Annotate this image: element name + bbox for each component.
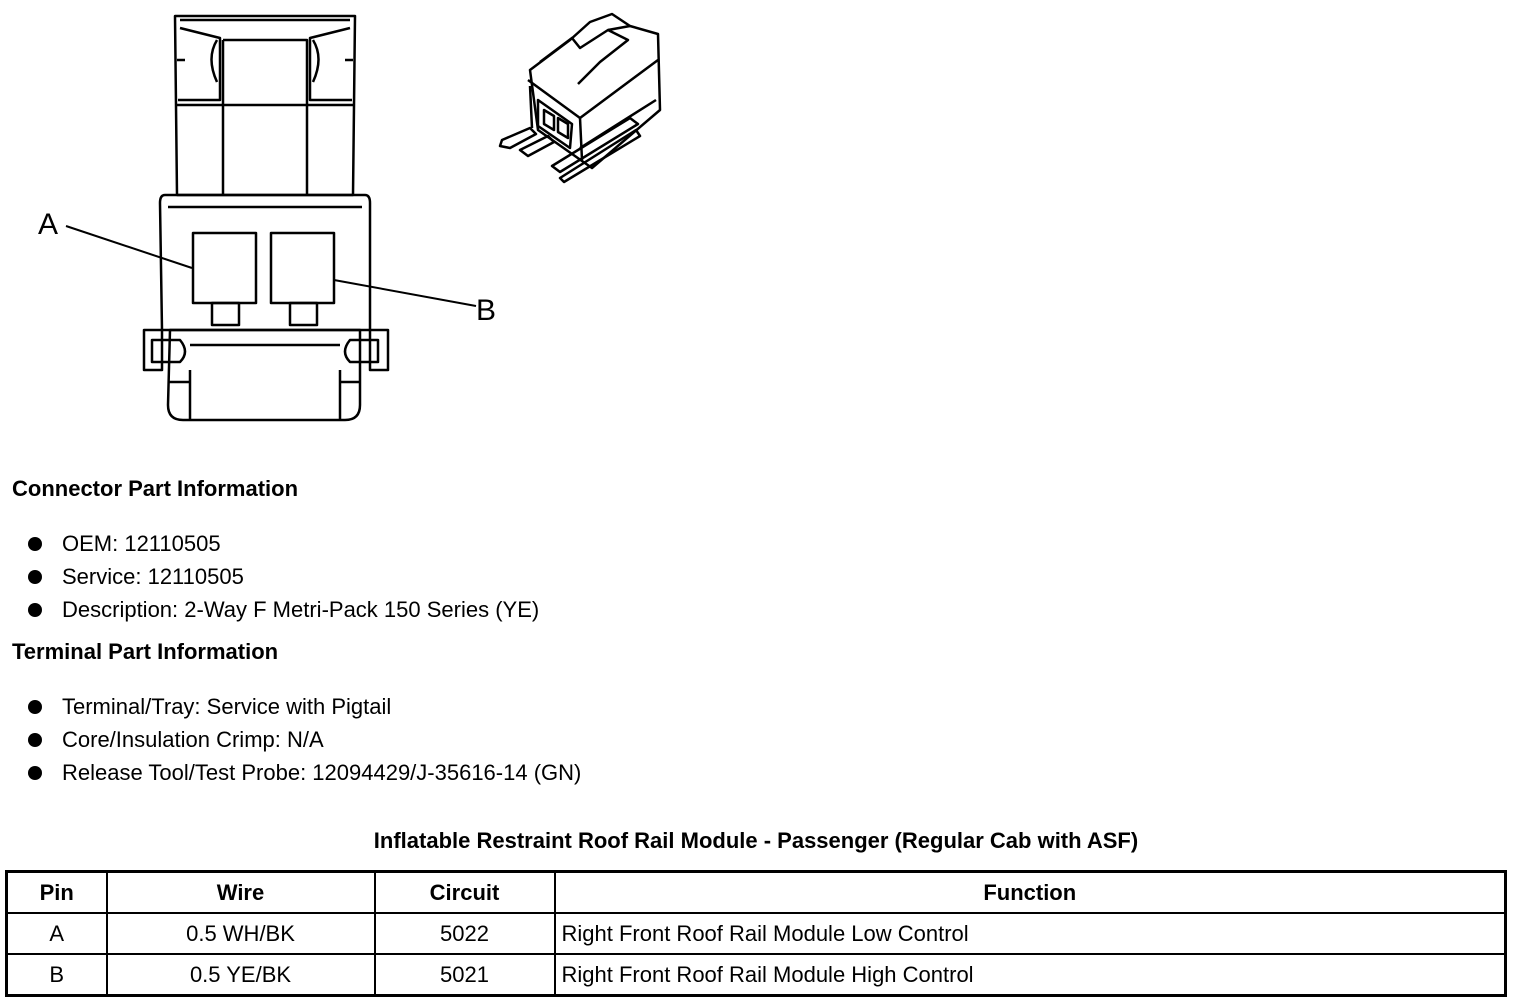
bullet-icon: [28, 732, 42, 747]
cell-circuit: 5022: [373, 912, 556, 955]
table-title: Inflatable Restraint Roof Rail Module - …: [373, 828, 1139, 853]
cell-pin: B: [5, 953, 108, 997]
terminal-info-heading: Terminal Part Information: [12, 639, 279, 664]
table-row: B 0.5 YE/BK 5021 Right Front Roof Rail M…: [5, 953, 1507, 997]
cell-wire: 0.5 WH/BK: [105, 912, 376, 955]
connector-info-heading: Connector Part Information: [12, 476, 299, 501]
cell-pin: A: [5, 912, 108, 955]
bullet-icon: [28, 569, 42, 584]
cell-function: Right Front Roof Rail Module Low Control: [553, 912, 1507, 955]
bullet-icon: [28, 602, 42, 617]
bullet-icon: [28, 536, 42, 551]
connector-face-diagram: A B: [38, 14, 496, 422]
list-item: Service: 12110505: [28, 560, 539, 593]
bullet-icon: [28, 765, 42, 780]
cell-function: Right Front Roof Rail Module High Contro…: [553, 953, 1507, 997]
connector-info-list: OEM: 12110505 Service: 12110505 Descript…: [28, 527, 539, 626]
column-header-pin: Pin: [5, 870, 108, 914]
list-item: Core/Insulation Crimp: N/A: [28, 723, 581, 756]
bullet-icon: [28, 699, 42, 714]
terminal-info-list: Terminal/Tray: Service with Pigtail Core…: [28, 690, 581, 789]
pin-label-b: B: [476, 294, 496, 327]
list-item: OEM: 12110505: [28, 527, 539, 560]
pinout-table: Pin Wire Circuit Function A 0.5 WH/BK 50…: [5, 870, 1507, 997]
connector-isometric-diagram: [498, 12, 662, 184]
table-row: A 0.5 WH/BK 5022 Right Front Roof Rail M…: [5, 912, 1507, 955]
list-item: Terminal/Tray: Service with Pigtail: [28, 690, 581, 723]
list-item: Release Tool/Test Probe: 12094429/J-3561…: [28, 756, 581, 789]
table-header-row: Pin Wire Circuit Function: [5, 870, 1507, 914]
pin-label-a: A: [38, 208, 58, 241]
cell-circuit: 5021: [373, 953, 556, 997]
column-header-circuit: Circuit: [373, 870, 556, 914]
column-header-wire: Wire: [105, 870, 376, 914]
list-item: Description: 2-Way F Metri-Pack 150 Seri…: [28, 593, 539, 626]
column-header-function: Function: [553, 870, 1507, 914]
cell-wire: 0.5 YE/BK: [105, 953, 376, 997]
